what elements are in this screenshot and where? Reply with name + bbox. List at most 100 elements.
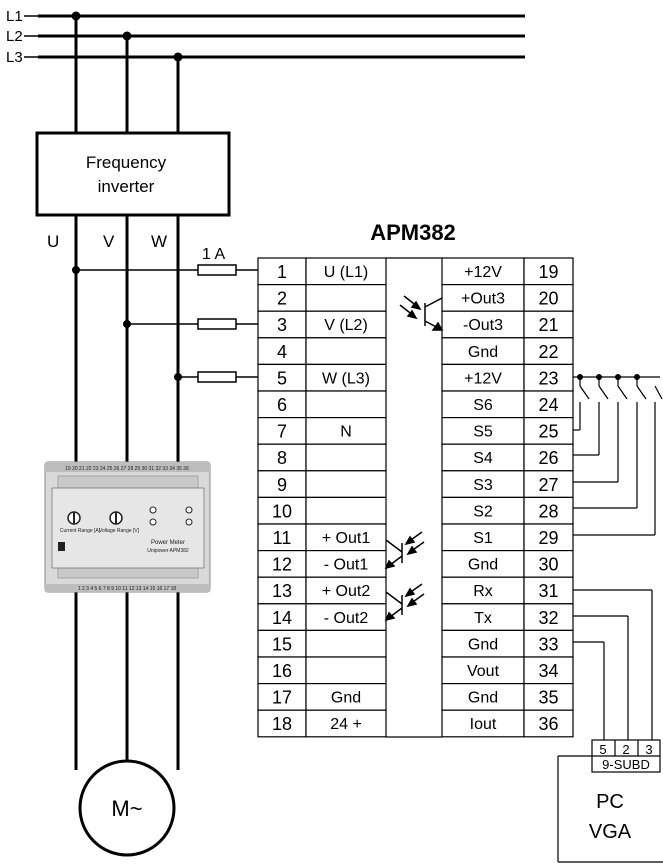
terminal-number: 17 — [272, 688, 292, 708]
terminal-signal-label: Gnd — [331, 690, 361, 707]
terminal-row-10: 10 — [257, 496, 387, 525]
subd-pin-5: 5 — [599, 742, 606, 757]
junction-dots-supply — [71, 11, 183, 62]
inverter-label-line1: Frequency — [86, 153, 167, 172]
terminal-number: 4 — [277, 342, 287, 362]
terminal-label-cell — [305, 337, 387, 365]
terminal-row-15: 15 — [257, 629, 387, 658]
terminal-signal-label: - Out2 — [324, 610, 369, 627]
terminal-number-cell — [523, 363, 574, 392]
motor-label: M~ — [111, 796, 142, 821]
terminal-number-cell — [523, 603, 574, 631]
terminal-label-cell — [305, 390, 387, 419]
terminal-number: 23 — [538, 368, 558, 388]
terminal-signal-label: 24 + — [330, 716, 362, 733]
terminal-row-24: S6 24 — [441, 390, 574, 419]
terminal-row-4: 4 — [257, 337, 387, 365]
terminal-number: 31 — [538, 581, 558, 601]
terminal-number: 13 — [272, 581, 292, 601]
terminal-signal-label: +12V — [464, 264, 502, 281]
terminal-row-32: Tx 32 — [441, 603, 574, 631]
device-name-line1: Power Meter — [151, 540, 185, 546]
terminal-number-cell — [257, 709, 307, 738]
terminal-number-cell — [257, 257, 307, 286]
terminal-label-cell — [305, 470, 387, 498]
terminal-signal-label: Vout — [467, 663, 500, 680]
terminal-signal-label: Gnd — [468, 344, 498, 361]
terminal-number-cell — [523, 443, 574, 472]
terminal-label-cell — [305, 417, 387, 445]
terminal-signal-label: - Out1 — [324, 557, 369, 574]
terminal-number-cell — [523, 337, 574, 365]
fuse-3 — [197, 371, 237, 383]
terminal-number-cell — [523, 417, 574, 445]
fuse-2 — [197, 318, 237, 330]
terminal-number: 11 — [273, 528, 292, 548]
terminal-label-cell — [305, 523, 387, 552]
terminal-number: 15 — [272, 634, 292, 654]
optocoupler-out3-symbol — [399, 295, 444, 331]
terminal-number-cell — [523, 576, 574, 605]
terminal-label-cell — [441, 576, 525, 605]
terminal-number: 24 — [538, 395, 558, 415]
line-label-l3: L3 — [6, 49, 23, 66]
terminal-number: 5 — [277, 368, 287, 388]
terminal-signal-label: + Out1 — [322, 530, 371, 547]
terminal-row-16: 16 — [257, 656, 387, 685]
terminal-number: 33 — [538, 634, 558, 654]
terminal-label-cell — [305, 496, 387, 525]
terminal-signal-label: S6 — [473, 397, 493, 414]
terminal-signal-label: Iout — [470, 716, 497, 733]
terminal-row-31: Rx 31 — [441, 576, 574, 605]
terminal-number-cell — [257, 496, 307, 525]
supply-line-labels: L1 L2 L3 — [6, 8, 23, 66]
pc-box — [557, 755, 663, 863]
subd-label: 9-SUBD — [602, 757, 650, 772]
terminal-label-cell — [441, 629, 525, 658]
terminal-number-cell — [523, 629, 574, 658]
device-voltage-range-label: Voltage Range [V] — [99, 528, 140, 534]
terminal-number-cell — [523, 284, 574, 312]
terminal-signal-label: Rx — [473, 583, 493, 600]
terminal-signal-label: S1 — [473, 530, 493, 547]
terminal-signal-label: N — [340, 424, 352, 441]
terminal-signal-label: S2 — [473, 503, 493, 520]
terminal-number: 2 — [277, 289, 287, 309]
terminal-number: 19 — [538, 262, 558, 282]
vga-label: VGA — [589, 821, 632, 843]
phase-label-w: W — [151, 232, 167, 251]
subd-pin-3: 3 — [645, 742, 652, 757]
device-title: APM382 — [370, 220, 456, 245]
terminal-number: 21 — [538, 315, 558, 335]
terminal-number: 30 — [538, 555, 558, 575]
terminal-label-cell — [441, 682, 525, 711]
terminal-number-cell — [257, 390, 307, 419]
terminal-number: 3 — [277, 315, 287, 335]
terminal-label-cell — [441, 337, 525, 365]
terminal-label-cell — [441, 257, 525, 286]
power-meter-device — [44, 461, 211, 593]
terminal-label-cell — [305, 709, 387, 738]
terminal-number: 16 — [272, 661, 292, 681]
terminal-row-12: 12- Out1 — [257, 549, 387, 578]
switch-input-wiring — [573, 376, 663, 536]
terminal-number: 32 — [538, 608, 558, 628]
line-label-l1: L1 — [6, 8, 23, 25]
terminal-signal-label: Tx — [474, 610, 492, 627]
terminal-row-21: -Out3 21 — [441, 310, 574, 339]
terminal-signal-label: + Out2 — [322, 583, 371, 600]
terminal-label-cell — [441, 709, 525, 738]
terminal-signal-label: -Out3 — [463, 317, 503, 334]
supply-lines — [38, 14, 525, 59]
terminal-number-cell — [257, 523, 307, 552]
terminal-number-cell — [523, 709, 574, 738]
terminal-row-11: 11 + Out1 — [257, 523, 387, 552]
